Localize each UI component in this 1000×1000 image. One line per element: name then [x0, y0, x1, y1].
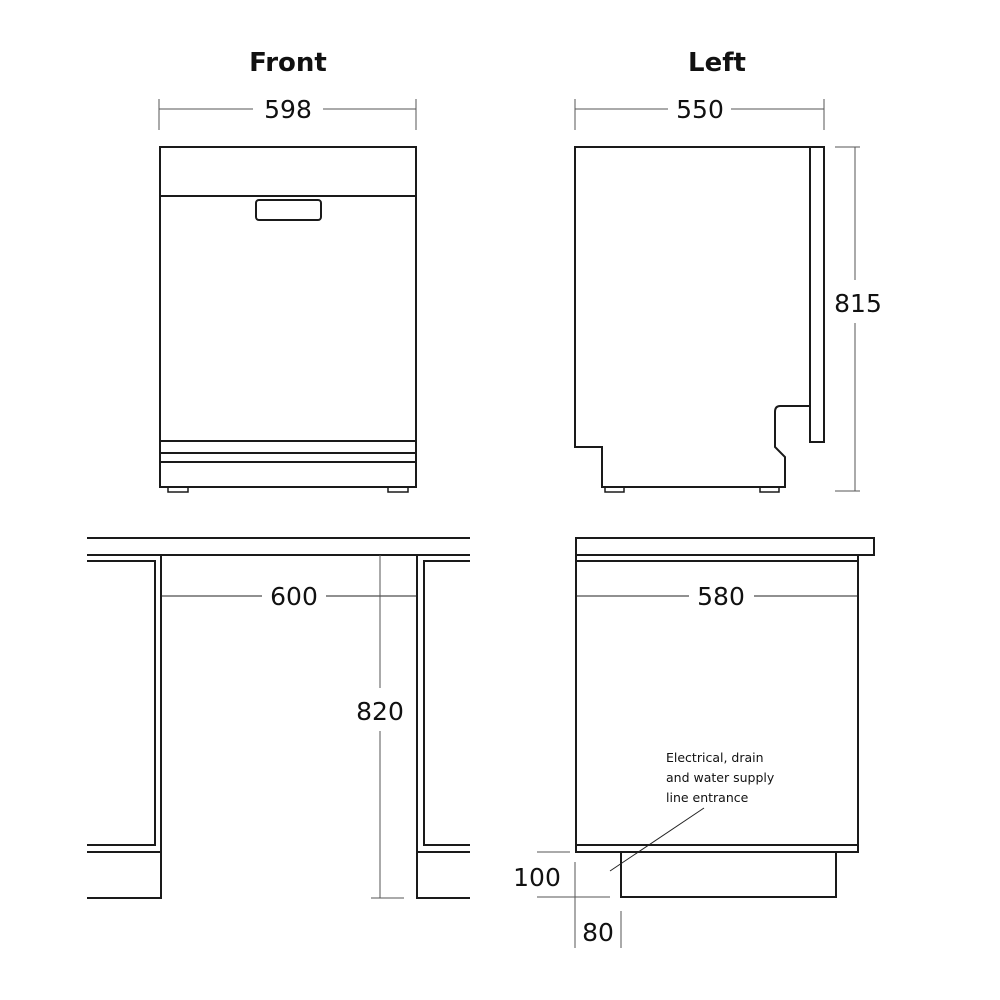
door-handle: [255, 199, 322, 221]
left-depth-dimension: 550: [574, 95, 825, 130]
left-appliance-outline: [574, 146, 825, 493]
front-foot-left: [167, 486, 189, 493]
niche-width-label: 600: [270, 582, 318, 611]
door-panel: [809, 146, 825, 443]
note-leader-line: [609, 807, 705, 872]
left-height-label: 815: [834, 289, 882, 318]
left-depth-label: 550: [676, 95, 724, 124]
plinth-setback-label: 80: [582, 918, 614, 947]
niche-depth-dimension: 580: [576, 582, 858, 611]
front-width-label: 598: [264, 95, 312, 124]
front-appliance-outline: [159, 146, 417, 493]
niche-depth-label: 580: [697, 582, 745, 611]
side-countertop: [575, 537, 875, 556]
note-line-2: and water supply: [666, 770, 775, 785]
niche-height-dimension: 820: [356, 555, 404, 899]
niche-side-view: 580 100 80 Electrical, drain and water s…: [513, 537, 875, 948]
plinth-setback-dimension: 80: [574, 897, 622, 948]
front-view: Front 598: [158, 48, 417, 493]
left-foot-rear: [604, 486, 625, 493]
niche-front-view: 600 820: [87, 537, 470, 899]
note-line-1: Electrical, drain: [666, 750, 764, 765]
plinth: [620, 851, 837, 898]
supply-line-note: Electrical, drain and water supply line …: [609, 750, 775, 872]
niche-height-label: 820: [356, 697, 404, 726]
note-line-3: line entrance: [666, 790, 749, 805]
plinth-height-dimension: 100: [513, 851, 610, 898]
left-cabinet: [87, 555, 162, 899]
front-width-dimension: 598: [158, 95, 417, 130]
niche-width-dimension: 600: [161, 582, 417, 611]
left-view-title: Left: [688, 48, 746, 78]
left-view: Left 550 815: [574, 48, 882, 493]
front-foot-right: [387, 486, 409, 493]
left-height-dimension: 815: [834, 146, 882, 492]
left-foot-front: [759, 486, 780, 493]
right-cabinet: [416, 555, 470, 899]
plinth-height-label: 100: [513, 863, 561, 892]
front-view-title: Front: [249, 48, 327, 78]
